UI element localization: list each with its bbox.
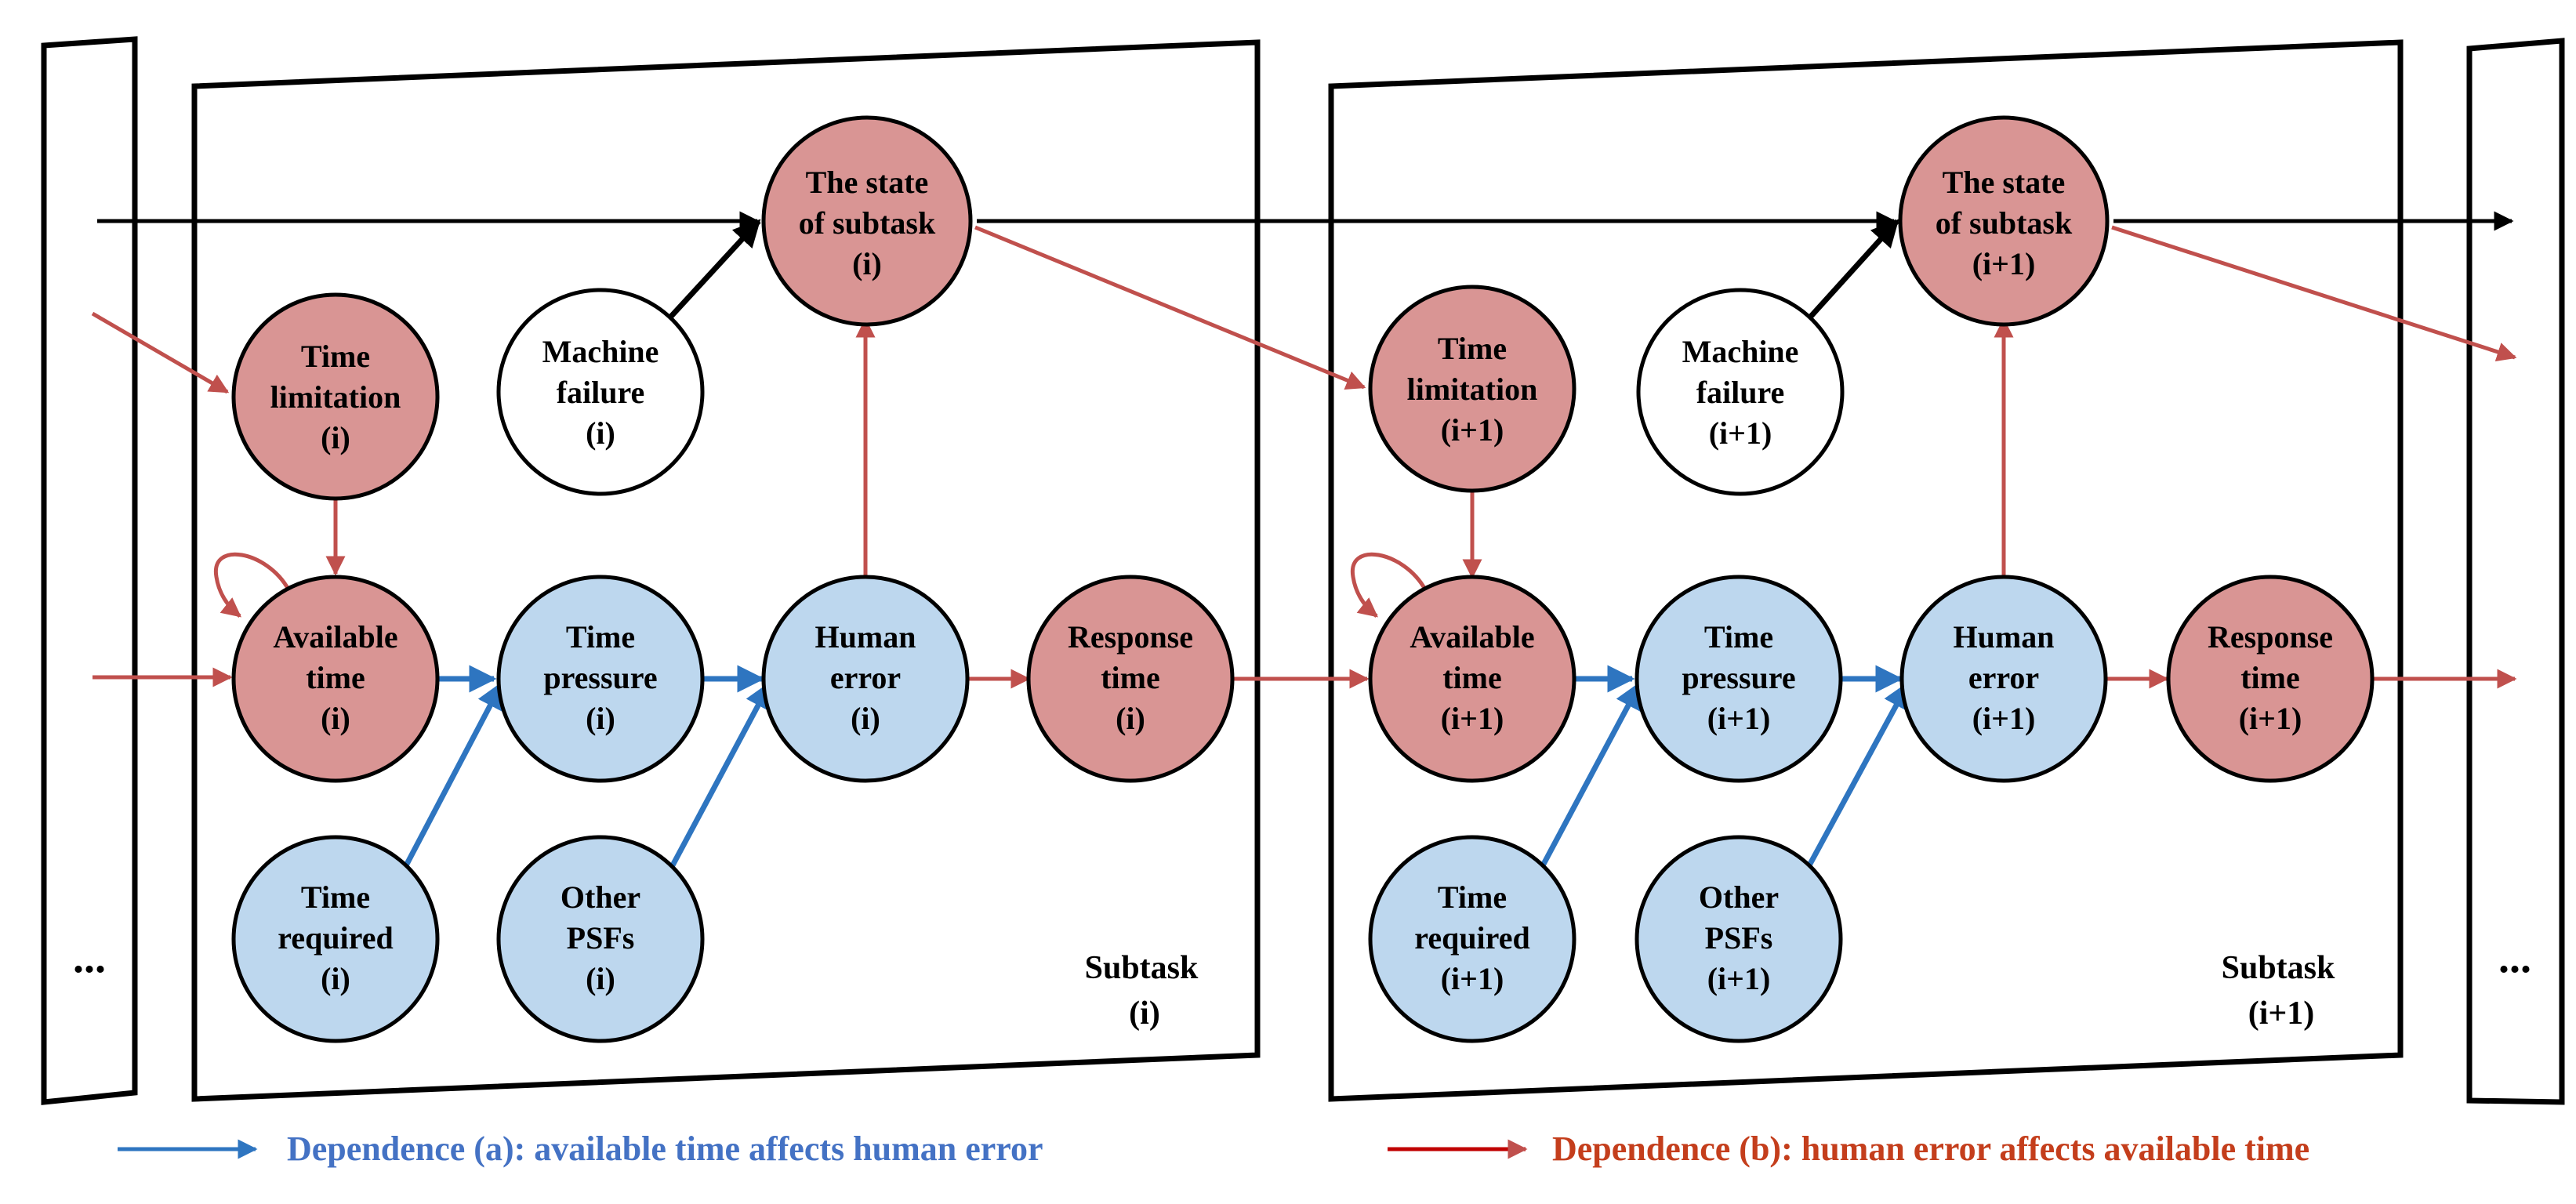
svg-text:Time: Time [301,879,370,915]
node-time-pressure-i: Time pressure (i) [496,575,705,783]
svg-text:Human: Human [1954,619,2055,655]
svg-text:(i): (i) [586,415,615,451]
node-state-i: The state of subtask (i) [761,115,973,327]
svg-text:error: error [1968,660,2039,695]
svg-text:Response: Response [2208,619,2333,655]
svg-text:PSFs: PSFs [1705,920,1773,956]
svg-text:Time: Time [301,339,370,374]
node-response-time-i1: Response time (i+1) [2166,575,2375,783]
svg-text:Available: Available [273,619,397,655]
edge-state-i-timelimit-i1 [974,225,1366,390]
subtask-frame-i [191,39,1261,1102]
svg-text:(i): (i) [851,701,880,736]
svg-text:Human: Human [815,619,916,655]
svg-text:time: time [2240,660,2300,695]
svg-text:pressure: pressure [543,660,657,695]
edge-otherpsfs-humanerror-i1 [1806,680,1911,867]
legend-a-text: Dependence (a): available time affects h… [287,1130,1043,1168]
svg-text:(i): (i) [586,701,615,736]
svg-text:(i+1): (i+1) [1972,246,2036,281]
left-slice-frame [41,36,138,1105]
node-machine-failure-i: Machine failure (i) [496,288,705,496]
node-human-error-i: Human error (i) [761,575,970,783]
svg-text:limitation: limitation [270,379,401,415]
node-machine-failure-i1: Machine failure (i+1) [1636,288,1845,496]
node-time-limitation-i: Time limitation (i) [231,292,440,501]
svg-text:(i+1): (i+1) [1441,961,1504,996]
svg-text:(i+1): (i+1) [1709,415,1772,451]
svg-text:(i): (i) [321,420,350,455]
edge-machine-state-i1 [1805,219,1899,322]
node-response-time-i: Response time (i) [1026,575,1235,783]
node-time-required-i: Time required (i) [231,835,440,1043]
svg-text:(i+1): (i+1) [2239,701,2302,736]
svg-text:failure: failure [557,375,645,410]
ellipsis-left: ... [73,934,106,982]
node-state-i1: The state of subtask (i+1) [1898,115,2110,327]
edge-state-i1-next [2111,225,2517,361]
svg-text:pressure: pressure [1682,660,1795,695]
svg-text:of subtask: of subtask [799,205,936,241]
legend-b-text: Dependence (b): human error affects avai… [1552,1130,2309,1168]
svg-text:(i+1): (i+1) [1707,961,1771,996]
svg-text:(i): (i) [321,701,350,736]
ellipsis-right: ... [2498,934,2531,982]
svg-text:limitation: limitation [1407,372,1538,407]
svg-text:(i): (i) [586,961,615,996]
svg-text:Other: Other [561,879,640,915]
subtask-label-i1-line1: Subtask [2222,950,2335,986]
edge-availtime-self-i [213,552,291,618]
svg-text:The state: The state [1943,165,2066,200]
svg-text:(i+1): (i+1) [1972,701,2036,736]
svg-text:Available: Available [1410,619,1534,655]
svg-text:Time: Time [1438,879,1507,915]
svg-text:Response: Response [1068,619,1193,655]
svg-text:Time: Time [1438,331,1507,366]
node-other-psfs-i1: Other PSFs (i+1) [1634,835,1843,1043]
node-other-psfs-i: Other PSFs (i) [496,835,705,1043]
edge-prev-timelimit [91,311,230,394]
svg-text:The state: The state [806,165,929,200]
svg-text:Time: Time [566,619,635,655]
svg-text:Machine: Machine [1682,334,1799,369]
svg-text:required: required [278,920,393,956]
svg-text:time: time [306,660,365,695]
node-available-time-i1: Available time (i+1) [1368,575,1576,783]
subtask-frame-i1 [1328,39,2404,1102]
edge-otherpsfs-humanerror-i [669,680,773,867]
node-time-required-i1: Time required (i+1) [1368,835,1576,1043]
svg-text:required: required [1414,920,1529,956]
edge-required-pressure-i1 [1538,680,1643,870]
node-time-limitation-i1: Time limitation (i+1) [1368,285,1576,493]
svg-text:Time: Time [1704,619,1773,655]
svg-text:(i): (i) [852,246,882,281]
svg-text:(i+1): (i+1) [1441,701,1504,736]
svg-text:time: time [1101,660,1160,695]
edge-availtime-self-i1 [1350,552,1428,618]
node-human-error-i1: Human error (i+1) [1899,575,2108,783]
subtask-label-i-line2: (i) [1129,995,1160,1032]
svg-text:of subtask: of subtask [1936,205,2073,241]
subtask-label-i-line1: Subtask [1085,950,1199,986]
edge-machine-state-i [666,219,761,322]
node-time-pressure-i1: Time pressure (i+1) [1634,575,1843,783]
svg-text:failure: failure [1696,375,1785,410]
subtask-label-i1-line2: (i+1) [2248,995,2315,1032]
svg-text:time: time [1442,660,1502,695]
right-slice-frame [2466,38,2565,1105]
node-available-time-i: Available time (i) [231,575,440,783]
svg-text:Machine: Machine [542,334,659,369]
svg-text:Other: Other [1699,879,1779,915]
svg-text:error: error [830,660,901,695]
svg-text:(i+1): (i+1) [1707,701,1771,736]
svg-text:(i): (i) [321,961,350,996]
svg-text:PSFs: PSFs [567,920,635,956]
svg-text:(i): (i) [1116,701,1145,736]
edge-required-pressure-i [401,680,505,870]
svg-text:(i+1): (i+1) [1441,412,1504,448]
